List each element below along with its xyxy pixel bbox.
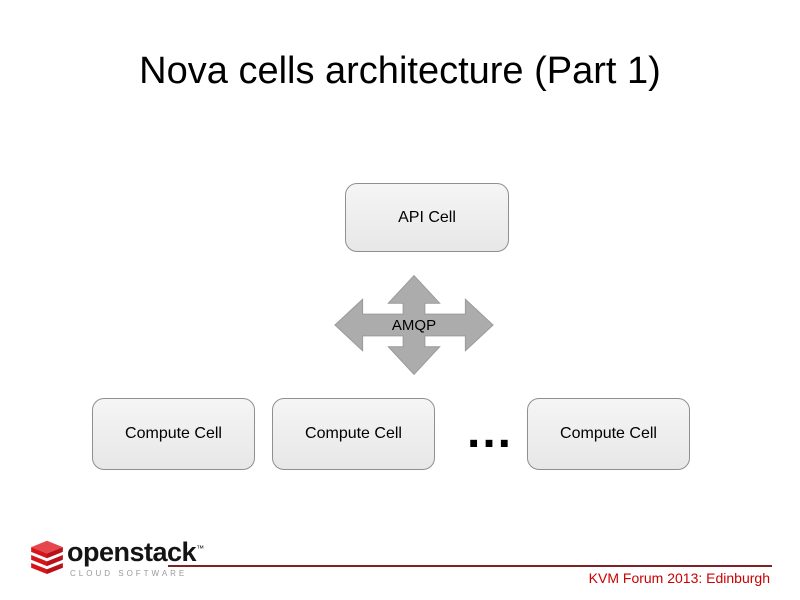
slide-title: Nova cells architecture (Part 1)	[139, 50, 661, 92]
compute-cell-label: Compute Cell	[305, 425, 402, 442]
amqp-arrow: AMQP	[330, 268, 498, 383]
api-cell-box: API Cell	[345, 183, 509, 252]
ellipsis: ...	[466, 405, 513, 458]
compute-cell-label: Compute Cell	[560, 425, 657, 442]
trademark-symbol: ™	[196, 544, 204, 553]
compute-cell-box: Compute Cell	[92, 398, 255, 470]
api-cell-label: API Cell	[398, 208, 456, 226]
footer-divider-line	[168, 565, 772, 567]
openstack-logo-subtext: CLOUD SOFTWARE	[70, 569, 188, 578]
compute-cell-box: Compute Cell	[272, 398, 435, 470]
openstack-logo-text: openstack™	[67, 537, 204, 568]
amqp-label: AMQP	[391, 317, 437, 334]
compute-cell-box: Compute Cell	[527, 398, 690, 470]
openstack-logo-icon	[31, 540, 63, 575]
four-way-arrow-icon	[334, 274, 494, 376]
event-label: KVM Forum 2013: Edinburgh	[588, 570, 770, 586]
openstack-wordmark: openstack	[67, 537, 197, 567]
compute-cell-label: Compute Cell	[125, 425, 222, 442]
